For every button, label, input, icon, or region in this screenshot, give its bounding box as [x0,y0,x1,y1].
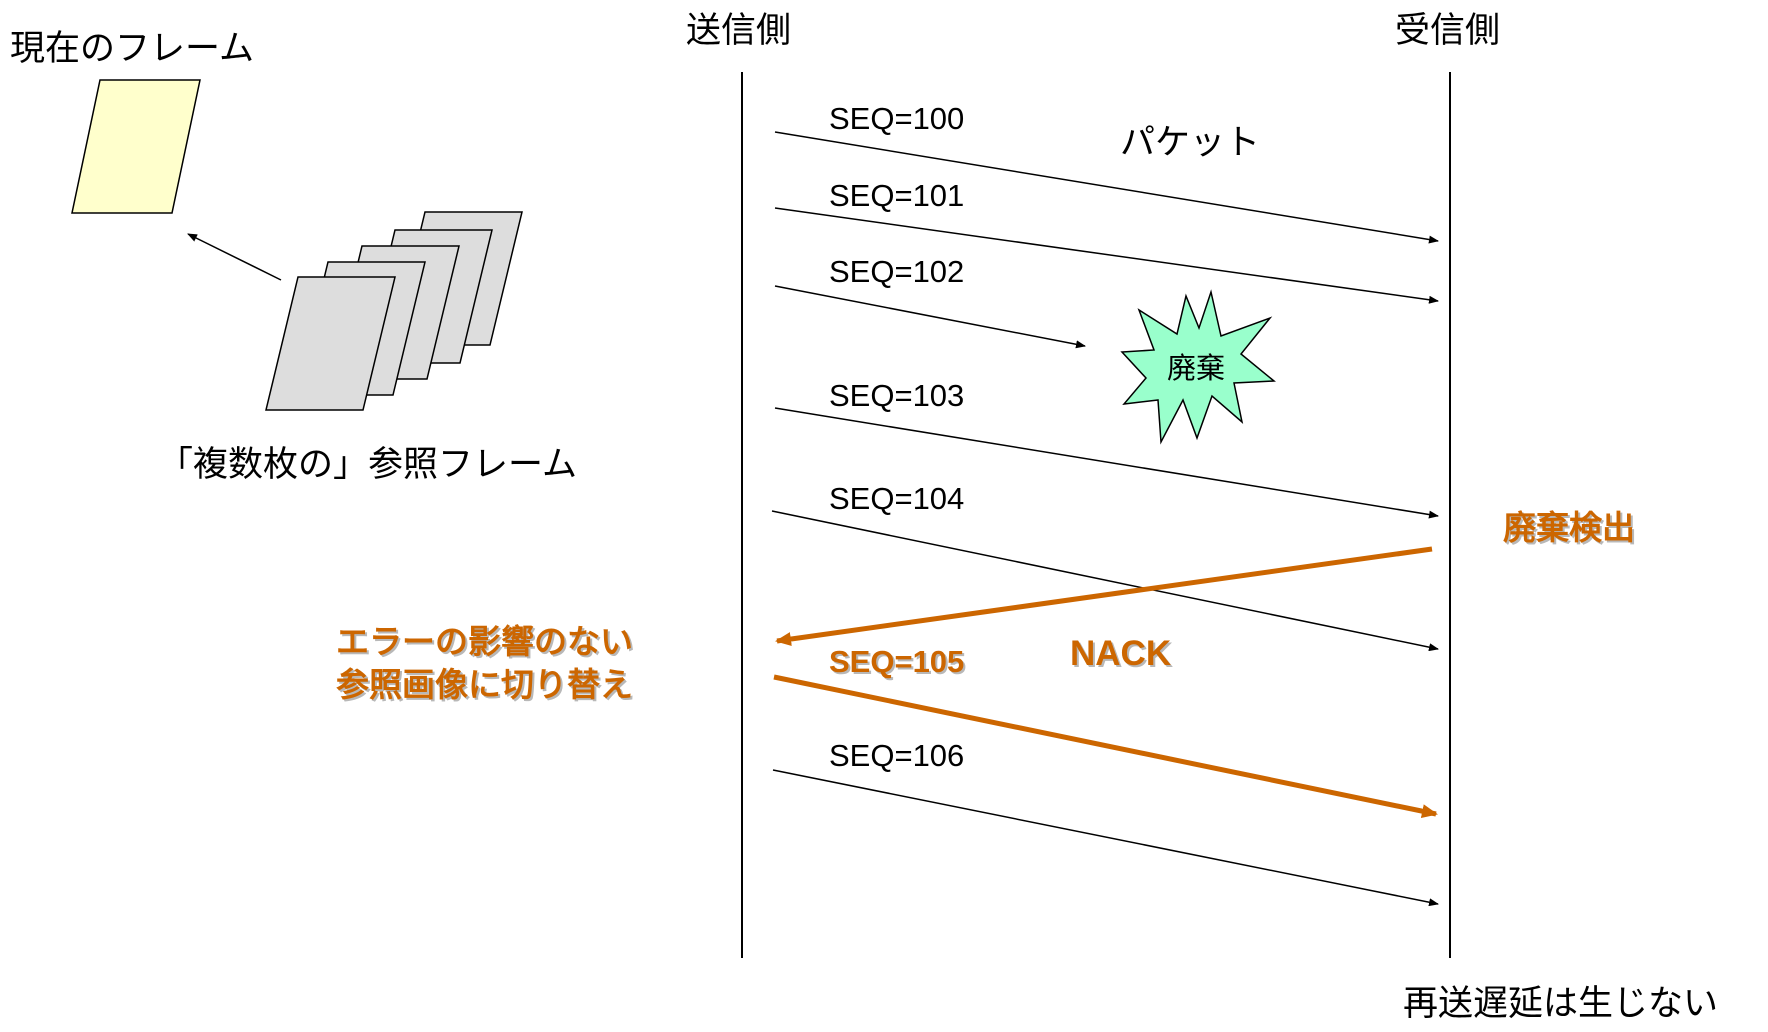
packet-arrow-106 [772,769,1439,907]
switch-reference-line1: エラーの影響のない [336,622,633,661]
packet-arrow-100 [774,131,1439,244]
reference-frames-label: 「複数枚の」参照フレーム [158,445,577,485]
packet-arrow-102 [774,285,1086,349]
switch-reference-line2: 参照画像に切り替え [336,664,633,704]
nack-arrow [775,546,1433,646]
switch-reference-note: エラーの影響のない 参照画像に切り替え [336,621,633,707]
packet-arrow-104 [771,510,1439,652]
sender-label: 送信側 [686,11,792,51]
packet-label: パケット [1120,123,1261,163]
no-retransmission-delay-label: 再送遅延は生じない [1403,984,1719,1024]
packet-seq-label: SEQ=106 [829,738,965,773]
packet-seq-label-highlight: SEQ=105 [829,644,965,679]
discard-label: 廃棄 [1167,351,1226,385]
reference-to-current-arrow [187,233,282,281]
discard-detect-label: 廃棄検出 [1503,508,1635,547]
receiver-label: 受信側 [1395,11,1501,51]
packet-arrow-105 [773,674,1438,819]
packet-seq-label: SEQ=100 [829,101,965,136]
packet-arrow-103 [774,407,1439,519]
packet-seq-label: SEQ=104 [829,481,965,516]
reference-frame-shape [265,276,396,411]
packet-seq-label: SEQ=101 [829,178,965,213]
discard-burst [1120,289,1276,445]
packet-seq-label: SEQ=102 [829,254,965,289]
current-frame-label: 現在のフレーム [10,29,254,69]
nack-label: NACK [1070,634,1172,673]
current-frame-shape [71,79,201,214]
packet-seq-label: SEQ=103 [829,378,965,413]
packet-arrow-101 [774,207,1439,304]
